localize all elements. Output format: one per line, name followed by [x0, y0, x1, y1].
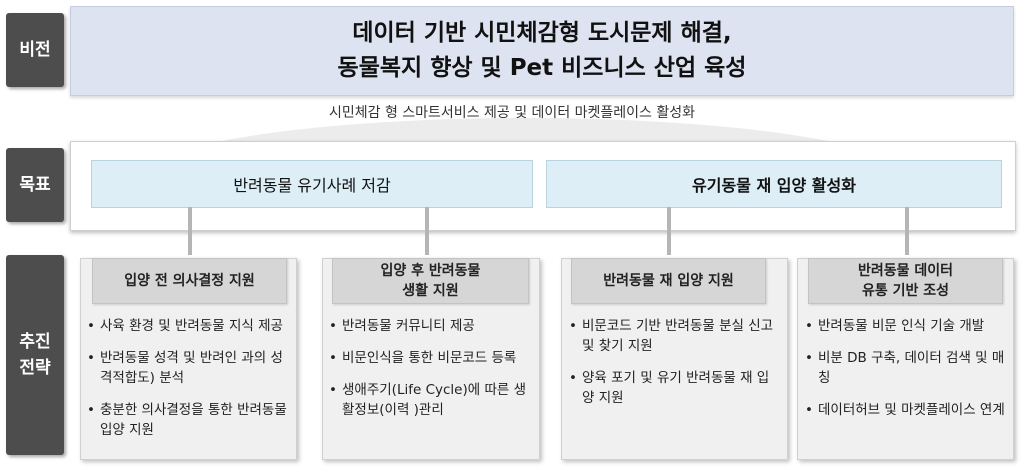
strategy-title-2-line2: 생활 지원	[402, 283, 459, 299]
list-item: 비분 DB 구축, 데이터 검색 및 매칭	[804, 348, 1008, 388]
strategy-title-3: 반려동물 재 입양 지원	[571, 258, 766, 304]
goal-box-1: 반려동물 유기사례 저감	[91, 160, 533, 208]
vision-line-1: 데이터 기반 시민체감형 도시문제 해결,	[352, 20, 732, 46]
list-item: 반려동물 비문 인식 기술 개발	[804, 316, 1008, 336]
goal-text-2: 유기동물 재 입양 활성화	[692, 176, 856, 195]
strategy-label-line1: 추진	[19, 332, 51, 352]
strategy-title-2-line1: 입양 후 반려동물	[380, 263, 481, 279]
vision-subtitle: 시민체감 형 스마트서비스 제공 및 데이터 마켓플레이스 활성화	[328, 105, 696, 121]
goal-box-2: 유기동물 재 입양 활성화	[546, 160, 1002, 208]
goal-label-text: 목표	[19, 175, 51, 195]
strategy-title-4-line1: 반려동물 데이터	[857, 263, 954, 279]
strategy-list-3: 비문코드 기반 반려동물 분실 신고 및 찾기 지원 양육 포기 및 유기 반려…	[568, 316, 780, 420]
list-item: 사육 환경 및 반려동물 지식 제공	[86, 316, 290, 336]
strategy-list-4: 반려동물 비문 인식 기술 개발 비분 DB 구축, 데이터 검색 및 매칭 데…	[804, 316, 1008, 432]
vision-line-2: 동물복지 향상 및 Pet 비즈니스 산업 육성	[337, 55, 747, 81]
strategy-title-4: 반려동물 데이터 유통 기반 조성	[808, 258, 1003, 304]
connector-3	[667, 207, 671, 255]
vision-box: 데이터 기반 시민체감형 도시문제 해결, 동물복지 향상 및 Pet 비즈니스…	[70, 6, 1014, 96]
strategy-list-1: 사육 환경 및 반려동물 지식 제공 반려동물 성격 및 반려인 과의 성격적합…	[86, 316, 290, 452]
connector-1	[188, 207, 192, 255]
list-item: 반려동물 성격 및 반려인 과의 성격적합도) 분석	[86, 348, 290, 388]
connector-2	[425, 207, 429, 255]
strategy-label: 추진 전략	[6, 255, 64, 455]
strategy-title-1: 입양 전 의사결정 지원	[92, 258, 287, 304]
goal-text-1: 반려동물 유기사례 저감	[233, 176, 391, 195]
strategy-title-1-text: 입양 전 의사결정 지원	[124, 273, 255, 289]
list-item: 충분한 의사결정을 통한 반려동물 입양 지원	[86, 400, 290, 440]
strategy-title-4-line2: 유통 기반 조성	[861, 283, 950, 299]
list-item: 생애주기(Life Cycle)에 따른 생활정보(이력 )관리	[328, 380, 533, 420]
strategy-title-2: 입양 후 반려동물 생활 지원	[332, 258, 529, 304]
list-item: 반려동물 커뮤니티 제공	[328, 316, 533, 336]
vision-label-text: 비전	[19, 40, 51, 60]
strategy-label-line2: 전략	[19, 358, 51, 378]
vision-label: 비전	[6, 13, 64, 87]
strategy-title-3-text: 반려동물 재 입양 지원	[603, 273, 734, 289]
list-item: 데이터허브 및 마켓플레이스 연계	[804, 400, 1008, 420]
list-item: 비문코드 기반 반려동물 분실 신고 및 찾기 지원	[568, 316, 780, 356]
connector-4	[905, 207, 909, 255]
strategy-list-2: 반려동물 커뮤니티 제공 비문인식을 통한 비문코드 등록 생애주기(Life …	[328, 316, 533, 432]
goal-label: 목표	[6, 148, 64, 222]
list-item: 비문인식을 통한 비문코드 등록	[328, 348, 533, 368]
list-item: 양육 포기 및 유기 반려동물 재 입양 지원	[568, 368, 780, 408]
